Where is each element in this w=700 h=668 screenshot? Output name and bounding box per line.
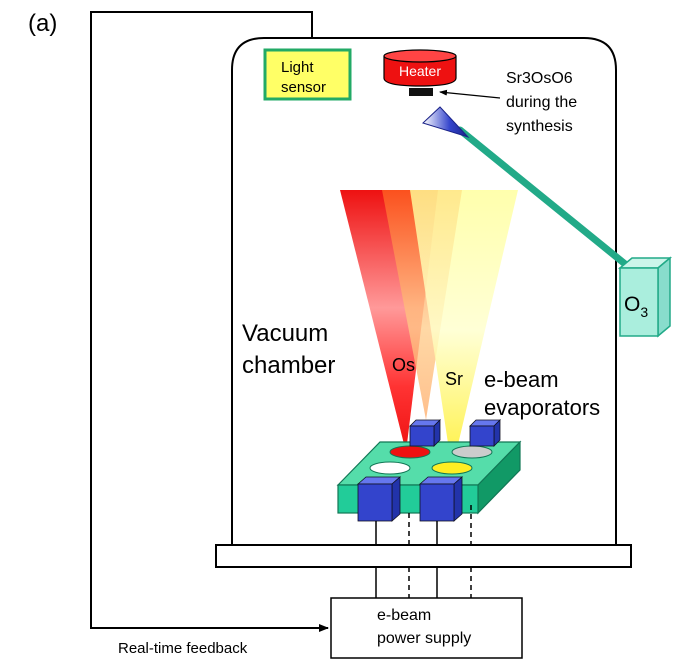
power-supply-box [330,597,523,659]
light-sensor-label-line2: sensor [281,79,326,96]
ozone-box-side [657,256,671,338]
crucible-empty-2 [451,445,493,459]
chamber-label-line2: chamber [242,352,335,379]
sample-note-line2: during the [506,94,577,111]
sr-beam [410,190,518,470]
crucible-os [389,445,431,459]
ozone-box-front [619,267,659,337]
light-sensor-label-line1: Light [281,59,314,76]
ozone-label-base: O [624,293,640,316]
feedback-loop-line [90,11,329,632]
heater-body [383,56,457,87]
heater-label: Heater [399,63,441,79]
electron-gun-front-left [356,476,402,522]
power-supply-label-line2: power supply [377,630,471,647]
evaporators-label-line1: e-beam [484,367,559,392]
power-supply-label-line1: e-beam [377,607,431,624]
chamber-label-line1: Vacuum [242,320,328,347]
light-sensor-box [263,48,352,101]
ozone-tube [456,126,634,272]
heater-top [383,49,457,63]
os-beam-label: Os [392,355,415,375]
sample-arrow [439,89,501,99]
panel-label: (a) [28,10,57,37]
ozone-label-subscript: 3 [640,304,648,320]
power-cables [375,505,472,598]
evaporators-label-line2: evaporators [484,395,600,420]
feedback-label: Real-time feedback [118,640,248,657]
chamber-base-plate [215,544,632,568]
ozone-nozzle [422,106,470,139]
electron-gun-back-right [469,419,501,447]
ozone-label: O3 [624,293,648,320]
sample-note-line1: Sr3OsO6 [506,70,573,87]
sr-beam-label: Sr [445,369,463,389]
electron-gun-back-left [409,419,441,447]
crucible-empty-1 [369,461,411,475]
sample-substrate [409,88,433,96]
crucible-sr [431,461,473,475]
sample-note-line3: synthesis [506,118,573,135]
electron-gun-front-right [418,476,464,522]
